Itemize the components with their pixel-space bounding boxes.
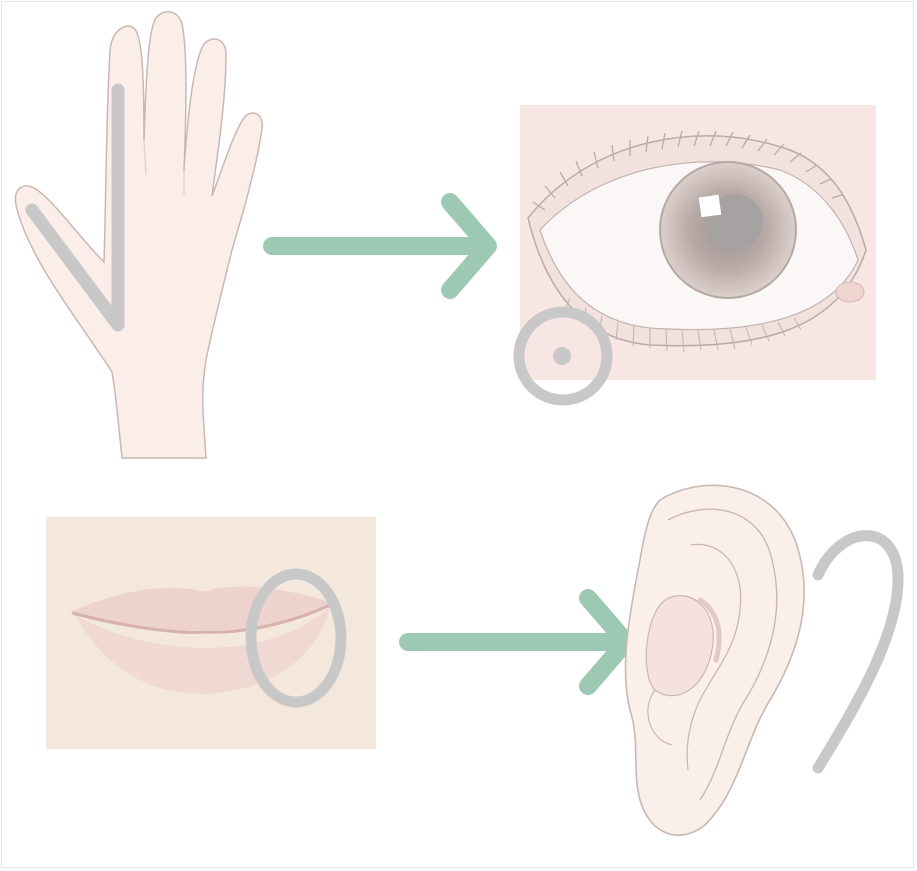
ear-icon [625,485,898,835]
lips-icon [46,517,376,749]
eye-icon [519,105,876,400]
arrow-right-icon [272,202,488,290]
eye-highlight [699,195,722,218]
eye-caruncle [836,282,864,302]
arrow-right-icon [408,598,626,686]
hand-icon [15,12,262,458]
ear-outline-arc-marker [818,536,898,768]
tear-duct-dot-marker [553,347,571,365]
